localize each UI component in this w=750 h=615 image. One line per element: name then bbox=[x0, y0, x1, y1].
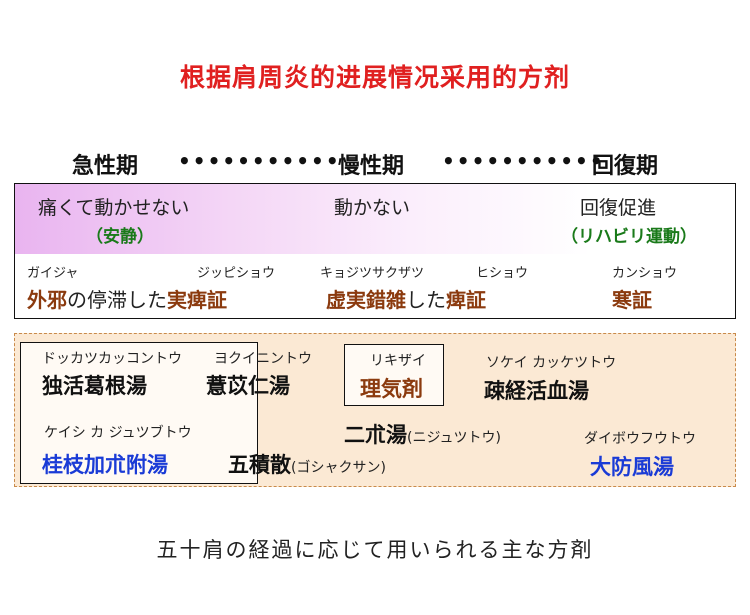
formula-nijutsu-group: 二朮湯(ニジュツトウ) bbox=[344, 419, 501, 449]
formula-yokui: 薏苡仁湯 bbox=[206, 374, 290, 398]
stage-chronic: 慢性期 bbox=[338, 154, 405, 179]
pattern-chronic: 虚実錯雑した痺証 bbox=[326, 284, 486, 313]
ruby-kyojitsu: キョジツサクザツ bbox=[320, 266, 425, 281]
pattern-jitsuhi: 実痺証 bbox=[167, 288, 227, 312]
ruby-rikizai: リキザイ bbox=[370, 353, 426, 369]
ruby-hisho: ヒショウ bbox=[476, 266, 529, 281]
stage-dots-2: ••••••••••• bbox=[442, 149, 605, 173]
phase-chronic-desc: 動かない bbox=[334, 197, 411, 219]
pattern-acute: 外邪の停滞した実痺証 bbox=[27, 284, 227, 313]
formula-nijutsu: 二朮湯 bbox=[344, 423, 407, 447]
formula-group-rikizai bbox=[344, 344, 444, 406]
phase-recovery-desc: 回復促進 bbox=[580, 197, 657, 219]
pattern-hisho: 痺証 bbox=[446, 288, 486, 312]
formula-nijutsu-reading: (ニジュツトウ) bbox=[407, 430, 501, 446]
pattern-no-teitai: の停滞した bbox=[67, 288, 167, 312]
formula-rikizai: 理気剤 bbox=[360, 377, 423, 401]
ruby-dokkatsu: ドッカツカッコントウ bbox=[42, 351, 182, 367]
formula-group-acute bbox=[20, 342, 258, 484]
caption: 五十肩の経過に応じて用いられる主な方剤 bbox=[156, 538, 594, 562]
formula-goshaku: 五積散 bbox=[228, 453, 291, 477]
phase-gradient-band bbox=[15, 184, 735, 254]
pattern-kyojitsu: 虚実錯雑 bbox=[326, 288, 406, 312]
phase-acute-label: （安静） bbox=[86, 227, 154, 247]
pattern-kansho: 寒証 bbox=[612, 288, 652, 312]
pattern-gaija: 外邪 bbox=[27, 288, 67, 312]
ruby-yokui: ヨクイニントウ bbox=[214, 351, 312, 367]
phase-acute-desc: 痛くて動かせない bbox=[38, 197, 190, 219]
formula-goshaku-reading: (ゴシャクサン) bbox=[291, 460, 386, 476]
ruby-gaija: ガイジャ bbox=[27, 266, 79, 281]
ruby-jitsuhi: ジッピショウ bbox=[197, 266, 276, 281]
phase-recovery-label: （リハビリ運動） bbox=[561, 227, 697, 247]
pattern-shita: した bbox=[406, 288, 446, 312]
ruby-kansho: カンショウ bbox=[612, 266, 678, 281]
stage-acute: 急性期 bbox=[72, 154, 139, 179]
page-title: 根据肩周炎的进展情况采用的方剂 bbox=[179, 63, 570, 92]
formula-dokkatsu: 独活葛根湯 bbox=[42, 374, 147, 398]
formula-goshaku-group: 五積散(ゴシャクサン) bbox=[228, 449, 386, 479]
formula-keishi: 桂枝加朮附湯 bbox=[42, 453, 168, 477]
formula-daibofu: 大防風湯 bbox=[590, 455, 674, 479]
stage-recovery: 回復期 bbox=[592, 154, 659, 179]
ruby-sokei: ソケイ カッケツトウ bbox=[486, 355, 617, 371]
stage-dots-1: ••••••••••• bbox=[178, 149, 341, 173]
formula-sokei: 疎経活血湯 bbox=[484, 379, 589, 403]
ruby-daibofu: ダイボウフウトウ bbox=[584, 431, 696, 447]
ruby-keishi: ケイシ カ ジュツブトウ bbox=[44, 425, 192, 441]
